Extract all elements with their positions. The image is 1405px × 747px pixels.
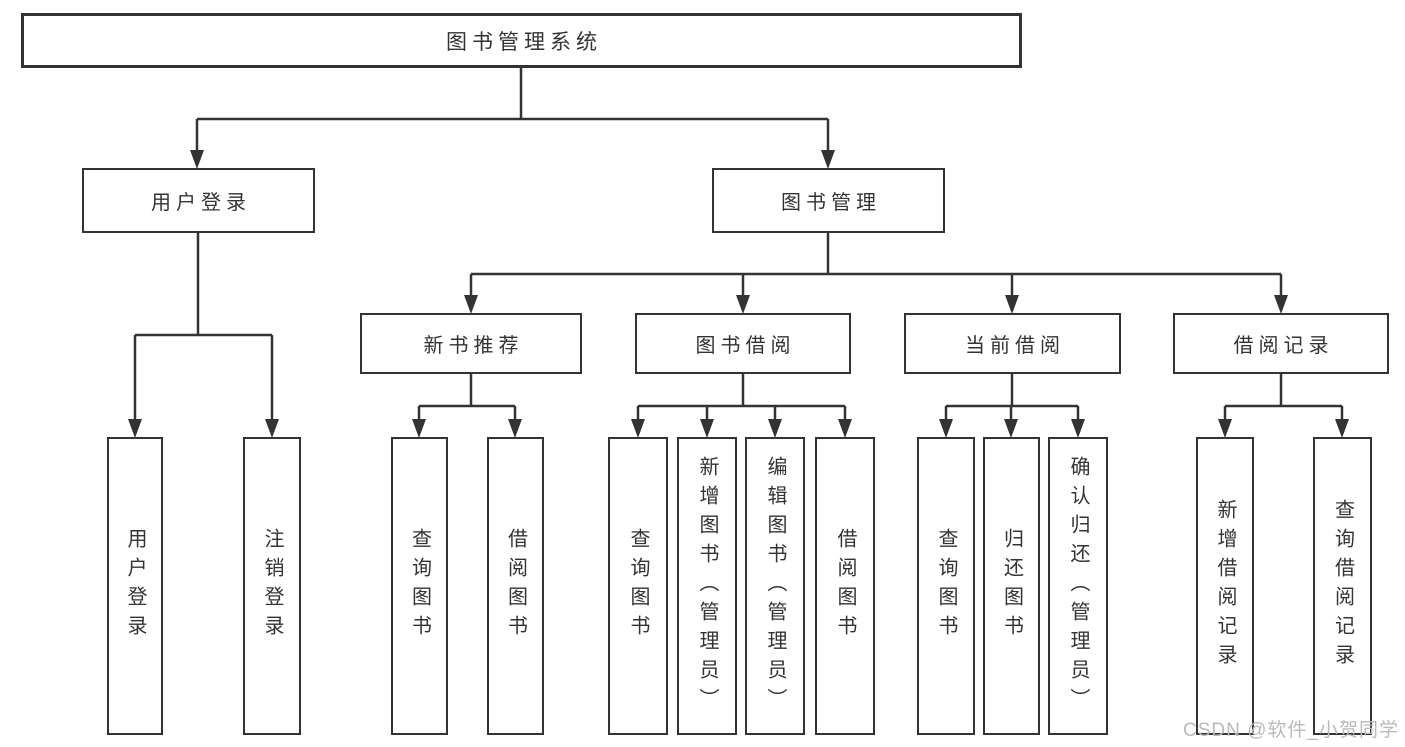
- node-label: 图书管理: [781, 192, 881, 214]
- node-new-book-recommendation: 新书推荐: [360, 313, 582, 374]
- leaf-query-books-current: 查询图书: [917, 437, 975, 735]
- node-label: 图书借阅: [695, 335, 796, 357]
- node-label: 新增图书（管理员）: [696, 455, 718, 717]
- node-borrowing-records: 借阅记录: [1173, 313, 1389, 374]
- node-label: 当前借阅: [965, 335, 1065, 357]
- leaf-add-borrow-record: 新增借阅记录: [1196, 437, 1254, 735]
- leaf-borrow-books: 借阅图书: [815, 437, 875, 735]
- node-book-borrowing: 图书借阅: [635, 313, 851, 374]
- node-label: 用户登录: [124, 528, 146, 644]
- node-current-borrowing: 当前借阅: [904, 313, 1121, 374]
- node-label: 查询图书: [627, 528, 649, 644]
- leaf-query-books-recommend: 查询图书: [391, 437, 448, 735]
- node-label: 注销登录: [261, 528, 283, 644]
- leaf-borrow-books-recommend: 借阅图书: [487, 437, 544, 735]
- leaf-user-login: 用户登录: [107, 437, 163, 735]
- leaf-edit-book-admin: 编辑图书（管理员）: [745, 437, 805, 735]
- node-label: 借阅图书: [834, 528, 856, 644]
- node-user-login: 用户登录: [82, 168, 315, 233]
- node-label: 编辑图书（管理员）: [764, 455, 786, 717]
- node-label: 用户登录: [151, 192, 251, 214]
- node-label: 查询图书: [408, 528, 431, 644]
- node-label: 借阅记录: [1233, 335, 1334, 357]
- node-label: 查询借阅记录: [1331, 499, 1354, 673]
- node-label: 新增借阅记录: [1214, 499, 1236, 673]
- leaf-confirm-return-admin: 确认归还（管理员）: [1048, 437, 1108, 735]
- node-book-management: 图书管理: [712, 168, 945, 233]
- node-label: 图书管理系统: [446, 30, 602, 54]
- leaf-query-borrow-record: 查询借阅记录: [1313, 437, 1372, 735]
- leaf-return-books: 归还图书: [983, 437, 1040, 735]
- node-label: 归还图书: [1000, 528, 1023, 644]
- node-label: 确认归还（管理员）: [1067, 455, 1089, 717]
- node-label: 查询图书: [935, 528, 957, 644]
- leaf-logout: 注销登录: [243, 437, 301, 735]
- watermark: CSDN @软件_小贺同学: [1183, 720, 1399, 741]
- node-label: 借阅图书: [504, 528, 527, 644]
- node-label: 新书推荐: [423, 335, 524, 357]
- leaf-query-books-borrowing: 查询图书: [608, 437, 668, 735]
- node-library-system: 图书管理系统: [21, 13, 1022, 68]
- leaf-add-book-admin: 新增图书（管理员）: [677, 437, 737, 735]
